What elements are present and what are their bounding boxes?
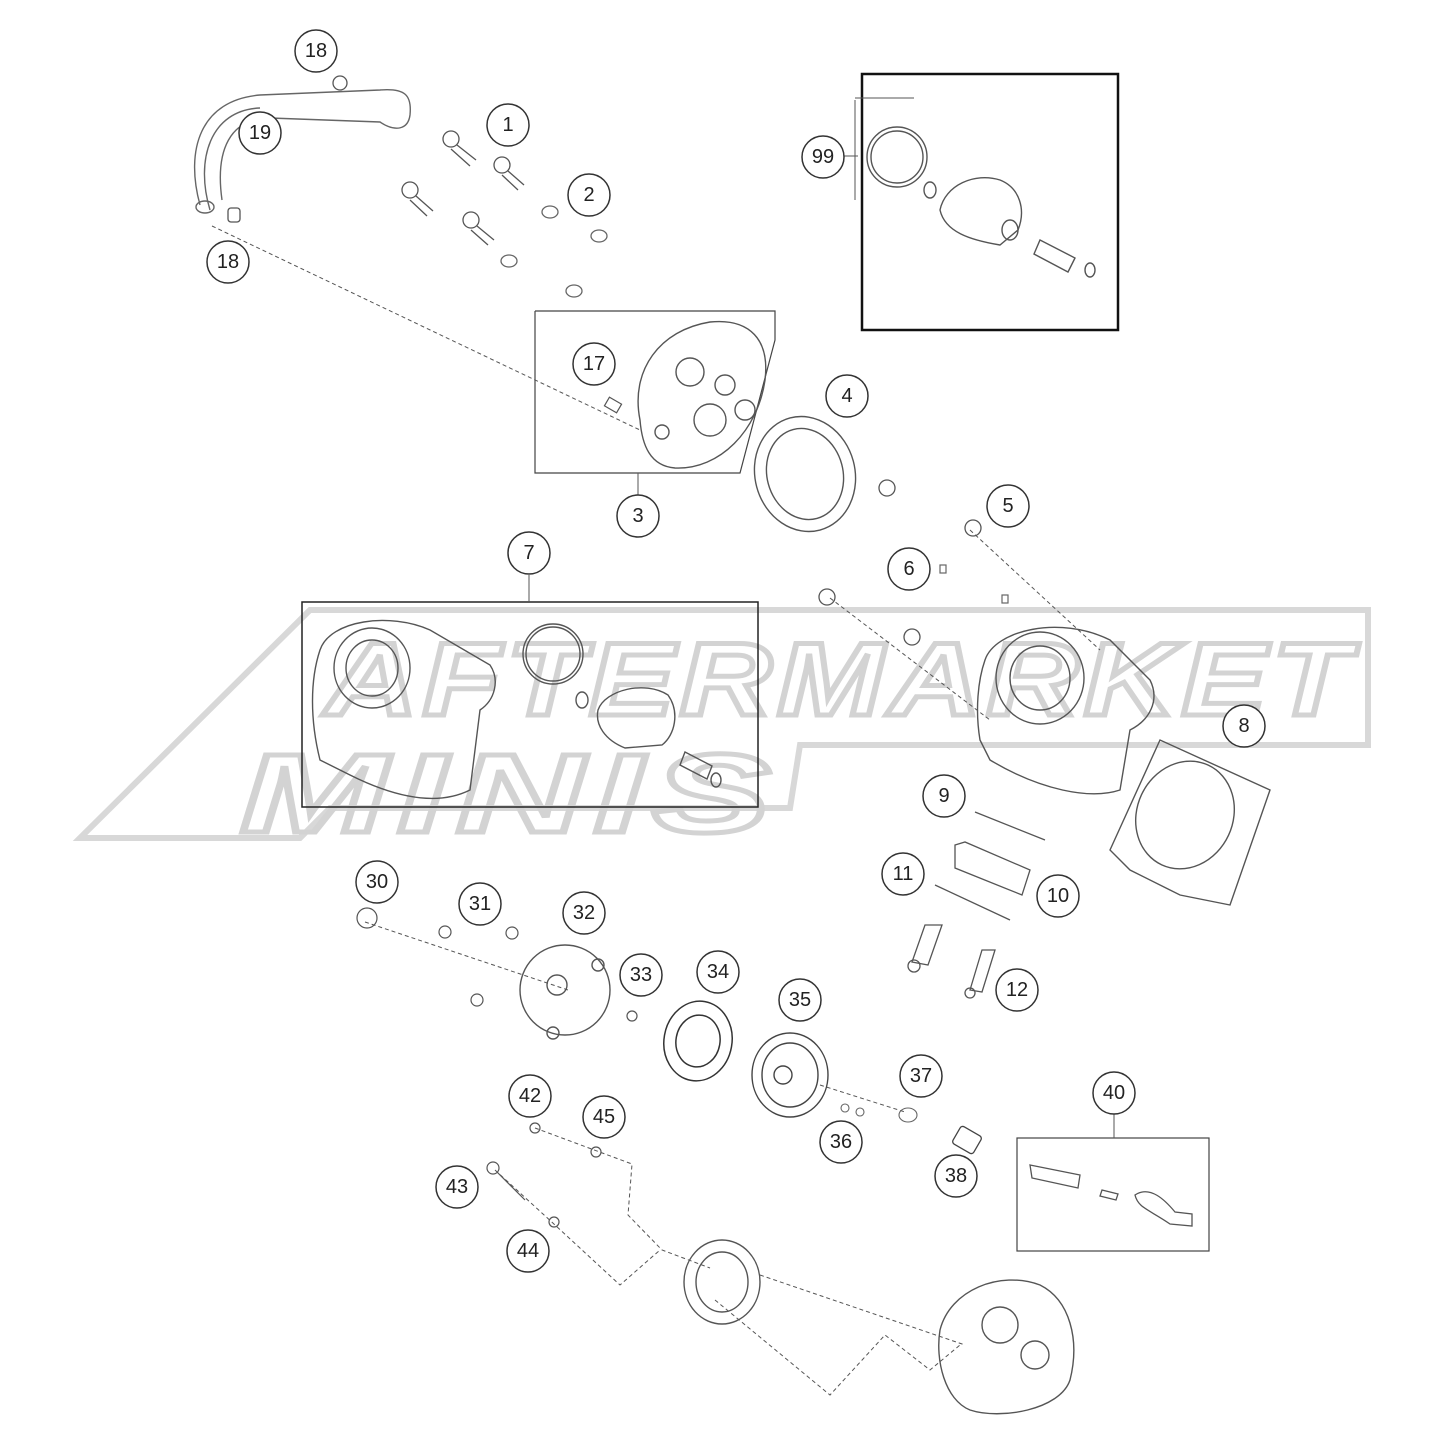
svg-text:99: 99 [812, 146, 834, 168]
base-gasket-part [1109, 739, 1271, 906]
svg-text:1: 1 [502, 114, 513, 136]
watermark-line1: AFTERMARKET [321, 622, 1359, 738]
callout-c34: 34 [696, 950, 740, 994]
hose-clamp-part [227, 75, 348, 223]
callout-c99: 99 [801, 135, 845, 179]
svg-text:6: 6 [903, 558, 914, 580]
svg-text:17: 17 [583, 353, 605, 375]
piston-kit-box [860, 72, 1120, 332]
callout-c45: 45 [582, 1095, 626, 1139]
cylinder-kit-part [311, 619, 722, 800]
callout-c32: 32 [562, 891, 606, 935]
callout-c6: 6 [887, 547, 931, 591]
cylinder-nuts-part [818, 479, 982, 646]
svg-text:33: 33 [630, 964, 652, 986]
spring-part [952, 1125, 982, 1155]
svg-text:30: 30 [366, 871, 388, 893]
callout-c7: 7 [507, 531, 551, 575]
svg-text:45: 45 [593, 1106, 615, 1128]
svg-text:19: 19 [249, 122, 271, 144]
callout-c35: 35 [778, 978, 822, 1022]
lower-valve-cover-part [683, 1239, 761, 1325]
watermark-swoosh [72, 607, 1371, 841]
callout-c31: 31 [458, 882, 502, 926]
svg-text:35: 35 [789, 989, 811, 1011]
callout-c19: 19 [238, 111, 282, 155]
callout-c36: 36 [819, 1120, 863, 1164]
callout-c3: 3 [616, 494, 660, 538]
svg-text:12: 12 [1006, 979, 1028, 1001]
leader-lines [211, 97, 1115, 1396]
exhaust-control-cover-part [519, 944, 611, 1040]
svg-text:31: 31 [469, 893, 491, 915]
svg-text:3: 3 [632, 505, 643, 527]
diaphragm-part [663, 1000, 733, 1082]
cover-bolts-part [438, 925, 638, 1022]
callout-c4: 4 [825, 374, 869, 418]
callout-c8: 8 [1222, 704, 1266, 748]
svg-text:5: 5 [1002, 495, 1013, 517]
svg-text:36: 36 [830, 1131, 852, 1153]
callout-c33: 33 [619, 953, 663, 997]
svg-text:9: 9 [938, 785, 949, 807]
coolant-hose-part [193, 88, 412, 214]
callout-c44: 44 [506, 1229, 550, 1273]
callout-c38: 38 [934, 1154, 978, 1198]
head-bolts-part [401, 130, 525, 246]
callout-c18a: 18 [294, 29, 338, 73]
lower-cylinder-head-part [938, 1279, 1075, 1415]
svg-text:43: 43 [446, 1176, 468, 1198]
callout-c1: 1 [486, 103, 530, 147]
svg-text:34: 34 [707, 961, 729, 983]
callout-c43: 43 [435, 1165, 479, 1209]
svg-text:10: 10 [1047, 885, 1069, 907]
temperature-sensor-part [603, 396, 623, 414]
callout-c40: 40 [1092, 1071, 1136, 1115]
svg-text:11: 11 [893, 863, 914, 885]
callout-c17: 17 [572, 342, 616, 386]
callout-c12: 12 [995, 968, 1039, 1012]
svg-text:37: 37 [910, 1065, 932, 1087]
svg-text:7: 7 [523, 542, 534, 564]
svg-text:8: 8 [1238, 715, 1249, 737]
washers-part [500, 205, 608, 298]
banjo-bolts-part [486, 1122, 602, 1228]
exhaust-valve-housing-part [751, 1032, 829, 1118]
svg-text:4: 4 [841, 385, 852, 407]
callout-c18b: 18 [206, 240, 250, 284]
cylinder-head-group-box [534, 310, 776, 474]
o-rings-part [840, 1103, 918, 1123]
wrist-pins-part [907, 924, 996, 999]
callout-c42: 42 [508, 1074, 552, 1118]
ball-joint-part [356, 907, 378, 929]
watermark-line2: MINIS [240, 731, 780, 856]
callout-c5: 5 [986, 484, 1030, 528]
svg-text:18: 18 [217, 251, 239, 273]
cylinder-head-part [637, 320, 767, 469]
svg-text:32: 32 [573, 902, 595, 924]
svg-text:38: 38 [945, 1165, 967, 1187]
dowel-pins-part [939, 564, 1009, 604]
svg-text:44: 44 [517, 1240, 539, 1262]
callout-c37: 37 [899, 1054, 943, 1098]
svg-text:18: 18 [305, 40, 327, 62]
cylinder-kit-box [301, 601, 759, 808]
callout-c9: 9 [922, 774, 966, 818]
watermark-logo: AFTERMARKET MINIS [72, 607, 1371, 859]
head-gasket-ring-part [753, 415, 857, 533]
needle-bearing-part [934, 811, 1046, 921]
svg-text:2: 2 [583, 184, 594, 206]
callout-c11: 11 [881, 852, 925, 896]
callout-c30: 30 [355, 860, 399, 904]
svg-text:42: 42 [519, 1085, 541, 1107]
svg-text:40: 40 [1103, 1082, 1125, 1104]
piston-kit-part [866, 126, 1096, 278]
callout-c10: 10 [1036, 874, 1080, 918]
valve-kit-part [1029, 1164, 1193, 1227]
callout-c2: 2 [567, 173, 611, 217]
cylinder-part [976, 626, 1155, 795]
valve-kit-box [1016, 1137, 1210, 1252]
